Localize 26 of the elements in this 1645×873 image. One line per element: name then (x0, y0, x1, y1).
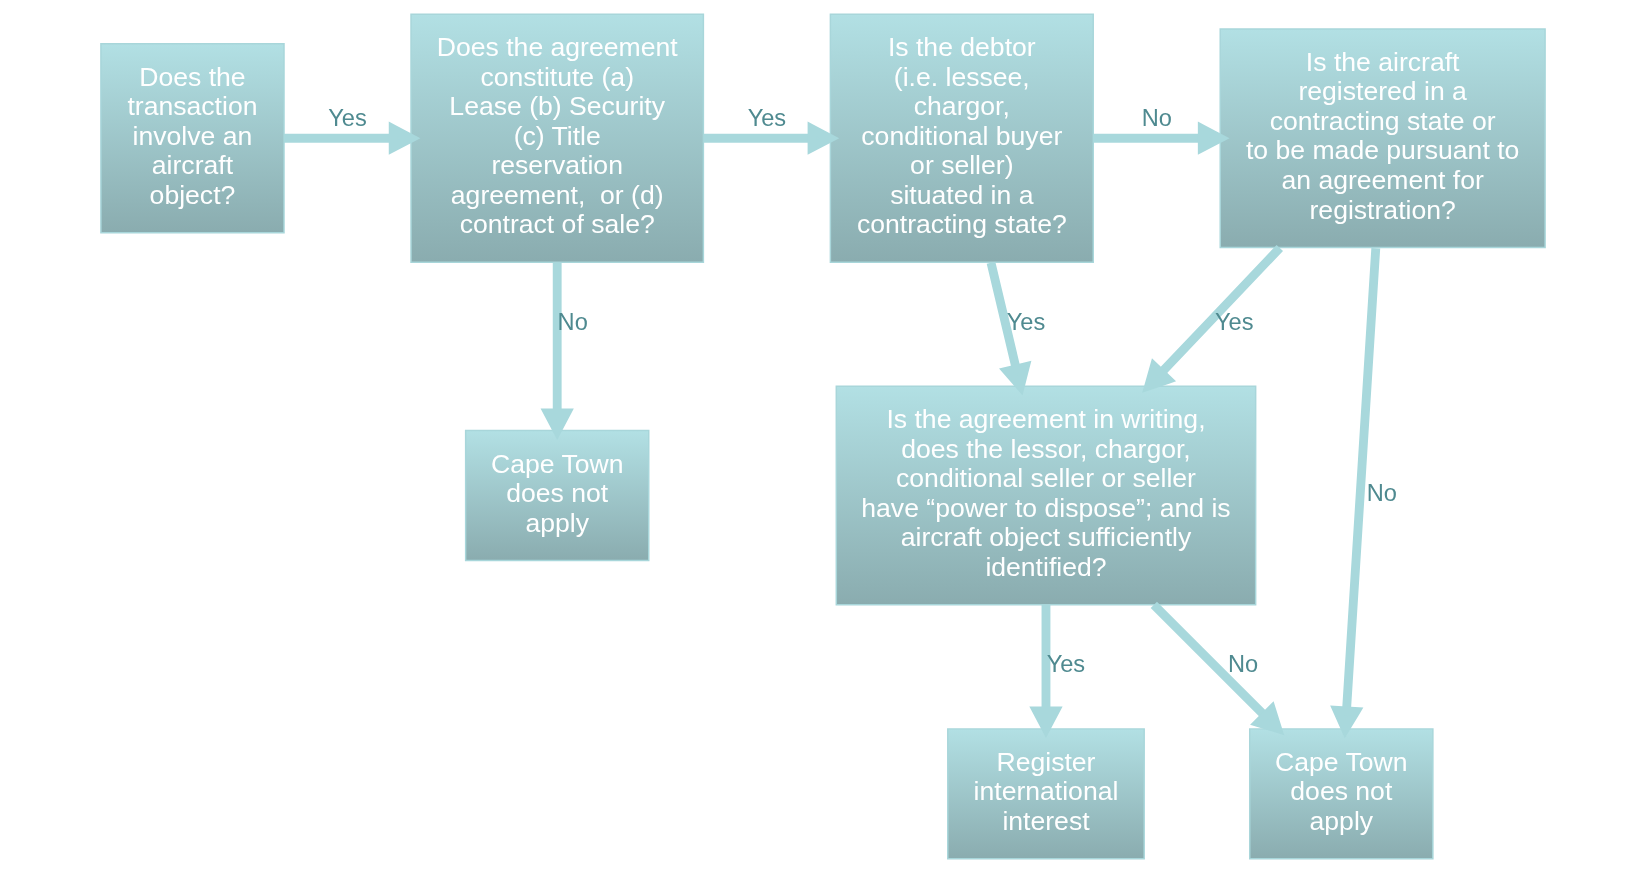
node-box: Is the debtor (i.e. lessee, chargor, conditional buyer or seller) situated in a contracting state? (829, 13, 1094, 263)
node-box: Cape Town does not apply (464, 429, 649, 562)
node-box: Is the agreement in writing, does the lessor, chargor, conditional seller or seller have “power to dispose”; and is aircraft object sufficiently identified? (835, 385, 1256, 606)
edge-label: Yes (1046, 651, 1085, 678)
arrow (283, 121, 420, 155)
arrow (703, 121, 839, 155)
node-box: Does the transaction involve an aircraft object? (99, 42, 285, 234)
node-box: Does the agreement constitute (a) Lease (b) Security (c) Title reservation agreement, or (d) contract of sale? (409, 13, 704, 263)
edge-label: Yes (1006, 308, 1045, 335)
arrow (540, 262, 574, 441)
node-box: Cape Town does not apply (1248, 728, 1434, 860)
edge-label: Yes (327, 105, 367, 132)
edge-label: Yes (1214, 308, 1254, 335)
edge-label: No (1366, 480, 1397, 507)
arrow (1028, 604, 1063, 739)
arrow (1092, 121, 1230, 155)
arrow (1150, 601, 1284, 736)
node-box: Register international interest (946, 728, 1145, 860)
edge-label: No (1141, 105, 1172, 132)
edge-label: No (557, 308, 588, 335)
node-box: Is the aircraft registered in a contracting state or to be made pursuant to an agreement for registration? (1219, 28, 1546, 249)
edge-label: Yes (747, 105, 786, 132)
arrow (1329, 247, 1380, 739)
arrow (1141, 244, 1283, 393)
arrow (986, 261, 1031, 396)
edge-label: No (1227, 651, 1258, 678)
